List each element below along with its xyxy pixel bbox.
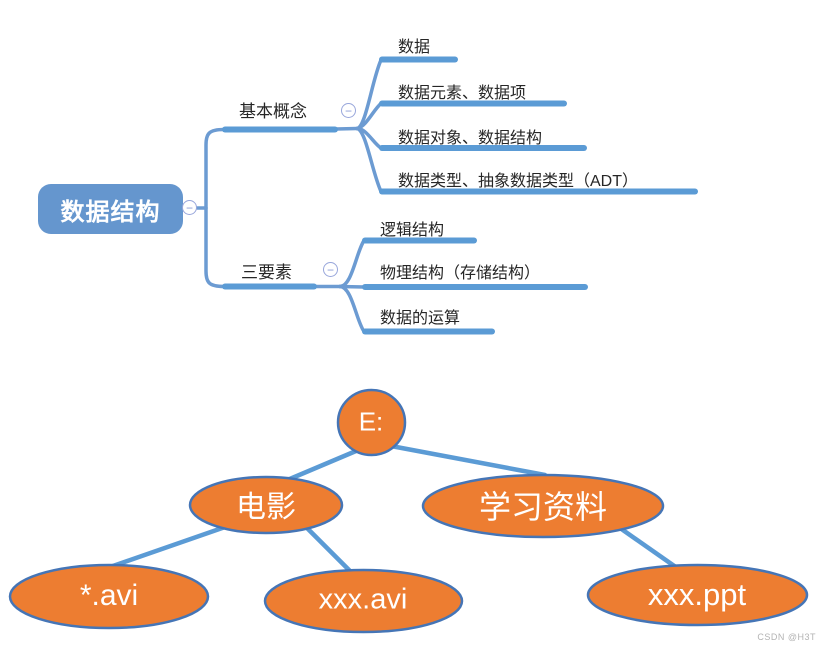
edge-root-movies	[282, 448, 359, 484]
collapse-icon-root[interactable]: −	[182, 200, 197, 215]
child-label-data-operations[interactable]: 数据的运算	[380, 310, 461, 327]
mindmap-trunk	[195, 127, 226, 289]
tree-label-drive-root[interactable]: E:	[358, 406, 384, 437]
collapse-icon-three-elements[interactable]: −	[323, 262, 338, 277]
edge-root-study	[388, 443, 548, 478]
connector-curve	[355, 126, 383, 194]
tree-node-ellipse-drive-root[interactable]	[336, 388, 407, 457]
minus-glyph: −	[185, 200, 193, 215]
node-bars	[222, 56, 698, 335]
child-label-logical-structure[interactable]: 逻辑结构	[380, 222, 445, 239]
tree-node-ellipse-study-materials[interactable]	[421, 473, 665, 539]
mindmap-root-node[interactable]: 数据结构	[38, 184, 183, 234]
child-label-data-object[interactable]: 数据对象、数据结构	[398, 130, 543, 147]
child-label-physical-structure[interactable]: 物理结构（存储结构）	[380, 265, 541, 282]
branch1-connectors	[334, 58, 383, 194]
branch-label-basic-concepts[interactable]: 基本概念	[239, 102, 307, 121]
mindmap-root-label: 数据结构	[60, 198, 161, 226]
tree-nodes	[8, 388, 809, 634]
edge-study-xxx-ppt	[617, 525, 683, 573]
trunk-bracket	[204, 127, 226, 289]
child-label-data-type[interactable]: 数据类型、抽象数据类型（ADT）	[398, 173, 639, 190]
branch2-connectors	[313, 238, 366, 334]
child-label-data[interactable]: 数据	[398, 39, 431, 56]
tree-label-xxx-avi[interactable]: xxx.avi	[318, 583, 408, 616]
branch-label-three-elements[interactable]: 三要素	[241, 263, 292, 282]
minus-glyph: −	[344, 103, 352, 118]
edge-movies-star-avi	[107, 523, 231, 570]
tree-label-movies[interactable]: 电影	[236, 491, 296, 524]
tree-node-ellipse-xxx-ppt[interactable]	[586, 563, 809, 627]
collapse-icon-basic-concepts[interactable]: −	[341, 103, 356, 118]
tree-node-ellipse-movies[interactable]	[188, 475, 344, 535]
connector-stem	[334, 126, 359, 131]
connector-curve	[338, 238, 366, 289]
child-label-data-element[interactable]: 数据元素、数据项	[398, 85, 527, 102]
tree-label-star-avi[interactable]: *.avi	[79, 579, 139, 612]
tree-node-ellipse-xxx-avi[interactable]	[263, 568, 464, 634]
watermark: CSDN @H3T	[757, 632, 816, 642]
minus-glyph: −	[326, 262, 334, 277]
edge-movies-xxx-avi	[305, 526, 355, 576]
tree-edges	[107, 443, 683, 576]
tree-label-study-materials[interactable]: 学习资料	[478, 489, 608, 525]
connector-curve	[338, 284, 366, 334]
tree-node-ellipse-star-avi[interactable]	[8, 563, 210, 630]
tree-label-xxx-ppt[interactable]: xxx.ppt	[647, 577, 747, 612]
